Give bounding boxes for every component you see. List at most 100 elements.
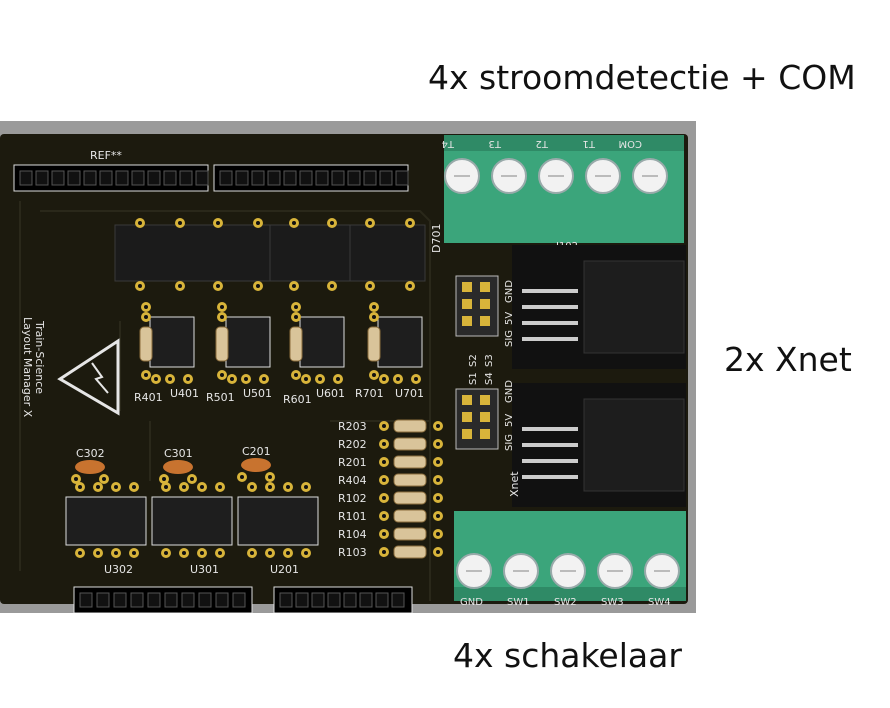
label-term-bottom-1: SW1: [507, 597, 530, 608]
pad-hole: [330, 221, 334, 225]
header-pin: [331, 170, 345, 186]
header-pin: [96, 592, 110, 608]
header-pin: [195, 170, 209, 186]
label-header2-sig: SIG: [504, 434, 515, 451]
label-switch-s3: S3: [484, 354, 495, 367]
label-term-top-2: T2: [536, 138, 549, 149]
xnet-pin: [522, 443, 578, 447]
label-u301: U301: [190, 563, 219, 576]
header-pin: [147, 170, 161, 186]
resistor: [393, 437, 427, 451]
header-pin: [375, 592, 389, 608]
pad-hole: [336, 377, 340, 381]
label-r601: R601: [283, 393, 312, 406]
header-pin: [113, 592, 127, 608]
label-r203: R203: [338, 420, 367, 433]
pad-hole: [218, 485, 222, 489]
resistor: [393, 491, 427, 505]
label-term-top-4: COM: [619, 138, 642, 149]
pad-hole: [382, 442, 386, 446]
label-u401: U401: [170, 387, 199, 400]
pad-hole: [114, 485, 118, 489]
pad-hole: [250, 485, 254, 489]
label-r701: R701: [355, 387, 384, 400]
header-pin: [363, 170, 377, 186]
pad-hole: [144, 305, 148, 309]
callout-switches: 4x schakelaar: [453, 636, 682, 675]
pad-hole: [154, 377, 158, 381]
header-pin: [235, 170, 249, 186]
pad-hole: [262, 377, 266, 381]
label-term-bottom-4: SW4: [648, 597, 671, 608]
label-switch-s4: S4: [484, 372, 495, 385]
pad-hole: [186, 377, 190, 381]
xnet-connector-2[interactable]: [512, 383, 686, 507]
callout-xnet: 2x Xnet: [724, 340, 852, 379]
pad-hole: [74, 477, 78, 481]
resistor: [393, 455, 427, 469]
header-pin: [359, 592, 373, 608]
header-pin: [251, 170, 265, 186]
resistor: [393, 527, 427, 541]
pad-hole: [286, 551, 290, 555]
pad-hole: [382, 532, 386, 536]
header-pin: [35, 170, 49, 186]
pad-hole: [268, 551, 272, 555]
ic-package: [151, 496, 233, 546]
label-switch-s2: S2: [468, 354, 479, 367]
optocoupler: [149, 316, 195, 368]
label-term-top-1: T3: [489, 138, 502, 149]
header-pin-square: [462, 429, 472, 439]
header-pin: [198, 592, 212, 608]
pad-hole: [304, 551, 308, 555]
label-header1-5v: 5V: [504, 312, 515, 325]
pad-hole: [372, 315, 376, 319]
pad-hole: [178, 221, 182, 225]
pad-hole: [220, 305, 224, 309]
header-pin: [51, 170, 65, 186]
header-pin: [164, 592, 178, 608]
label-header2-5v: 5V: [504, 414, 515, 427]
xnet-pin: [522, 289, 578, 293]
xnet-pin: [522, 321, 578, 325]
capacitor: [241, 458, 271, 472]
header-pin: [147, 592, 161, 608]
pad-hole: [218, 551, 222, 555]
header-pin: [99, 170, 113, 186]
pad-hole: [382, 377, 386, 381]
resistor: [393, 473, 427, 487]
header-pin: [295, 592, 309, 608]
header-pin-square: [480, 429, 490, 439]
label-c302: C302: [76, 447, 105, 460]
pad-hole: [164, 551, 168, 555]
header-pin: [267, 170, 281, 186]
label-u501: U501: [243, 387, 272, 400]
pad-hole: [382, 460, 386, 464]
ic-package: [237, 496, 319, 546]
header-pin: [179, 170, 193, 186]
pad-hole: [268, 475, 272, 479]
label-d701: D701: [430, 224, 443, 253]
header-pin: [311, 592, 325, 608]
label-header2-gnd: GND: [504, 380, 515, 403]
label-r104: R104: [338, 528, 367, 541]
pad-hole: [162, 477, 166, 481]
pad-hole: [190, 477, 194, 481]
pad-hole: [132, 551, 136, 555]
pad-hole: [78, 551, 82, 555]
header-pin: [19, 170, 33, 186]
pad-hole: [318, 377, 322, 381]
header-pin: [131, 170, 145, 186]
pad-hole: [138, 221, 142, 225]
label-header1-sig: SIG: [504, 330, 515, 347]
pad-hole: [220, 315, 224, 319]
pad-hole: [168, 377, 172, 381]
pad-hole: [408, 284, 412, 288]
xnet-pin: [522, 337, 578, 341]
label-r102: R102: [338, 492, 367, 505]
xnet-pin: [522, 305, 578, 309]
header-pin-square: [480, 282, 490, 292]
label-c201: C201: [242, 445, 271, 458]
